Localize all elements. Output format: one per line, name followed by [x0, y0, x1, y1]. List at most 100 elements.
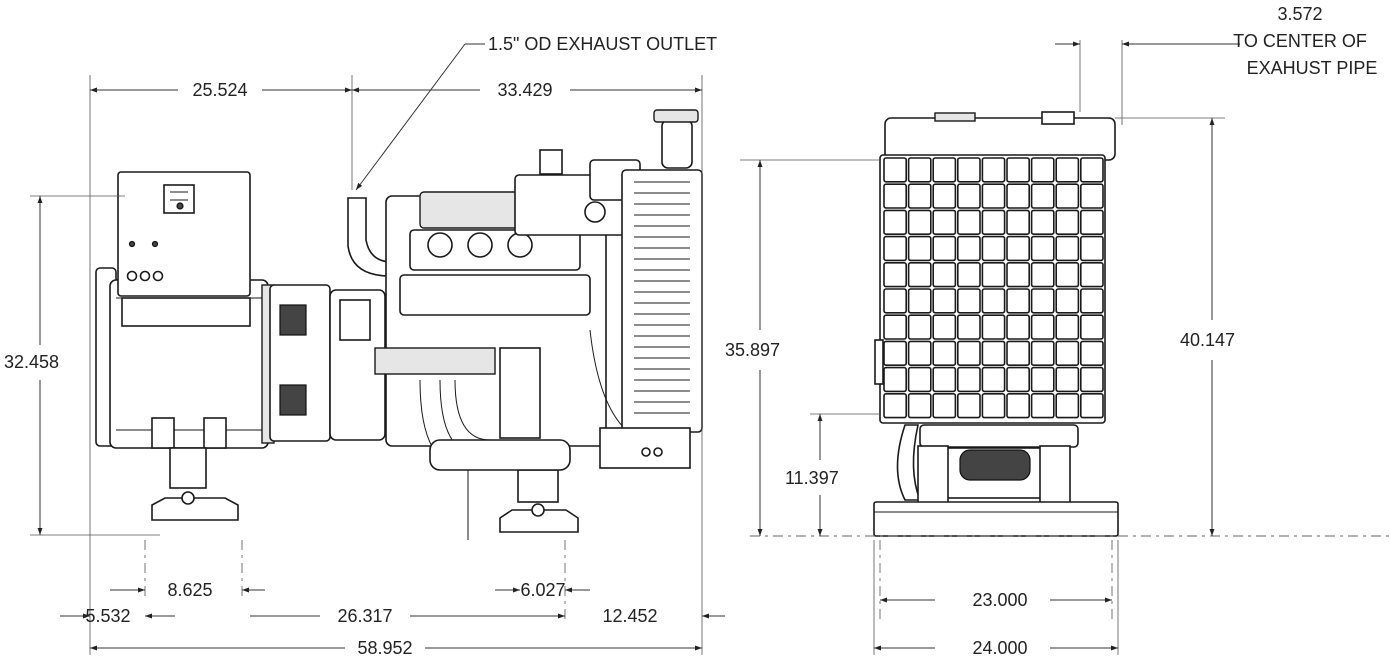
grille-cell: [1080, 314, 1104, 340]
alternator: [95, 267, 275, 449]
grille-cell: [981, 314, 1006, 340]
pipe-dim-line2: EXAHUST PIPE: [1247, 58, 1378, 78]
grille-cell: [1006, 157, 1031, 183]
dim-11-397: 11.397: [785, 468, 839, 488]
grille-cell: [883, 288, 908, 314]
grille-cell: [956, 392, 981, 419]
grille-cell: [932, 392, 957, 419]
engine: [374, 149, 641, 471]
dim-24-000: 24.000: [972, 638, 1027, 658]
grille-cell: [907, 235, 932, 262]
grille-cell: [1006, 209, 1031, 235]
grille-cell: [1080, 209, 1104, 235]
grille-cell: [1030, 235, 1055, 262]
grille-cell: [1030, 209, 1055, 235]
grille-cell: [1030, 261, 1055, 288]
grille-cell: [956, 209, 981, 235]
grille-cell: [1055, 366, 1080, 393]
grille-cell: [1055, 340, 1080, 366]
grille-cell: [981, 235, 1006, 262]
grille-cell: [1030, 340, 1055, 366]
exhaust-outlet-label: 1.5" OD EXHAUST OUTLET: [488, 34, 717, 54]
grille-cell: [883, 209, 908, 235]
grille-cell: [1080, 183, 1104, 209]
grille-cell: [932, 261, 957, 288]
dim-33-429: 33.429: [497, 80, 552, 100]
dim-40-147: 40.147: [1180, 330, 1235, 350]
grille-cell: [956, 288, 981, 314]
dim-32-458: 32.458: [4, 352, 59, 372]
dim-8-625: 8.625: [167, 580, 212, 600]
grille-cell: [932, 183, 957, 209]
grille-cell: [1055, 235, 1080, 262]
grille-cell: [1055, 157, 1080, 183]
grille-cell: [1055, 183, 1080, 209]
grille-cell: [907, 261, 932, 288]
grille-cell: [1055, 209, 1080, 235]
grille-cell: [1080, 157, 1104, 183]
grille-cell: [932, 209, 957, 235]
grille-cell: [956, 261, 981, 288]
grille-cell: [883, 314, 908, 340]
grille-cell: [981, 288, 1006, 314]
grille-cell: [981, 366, 1006, 393]
grille-cell: [883, 392, 908, 419]
grille-cell: [956, 157, 981, 183]
dim-23-000: 23.000: [972, 590, 1027, 610]
dim-12-452: 12.452: [602, 606, 657, 626]
grille-cell: [883, 366, 908, 393]
control-box: [117, 171, 251, 297]
grille-cell: [1030, 314, 1055, 340]
grille-cell: [907, 314, 932, 340]
side-view: [95, 109, 703, 540]
grille-cell: [932, 366, 957, 393]
dimension-lines: [30, 40, 1390, 655]
grille-cell: [981, 392, 1006, 419]
grille-cell: [883, 340, 908, 366]
grille-cell: [1080, 288, 1104, 314]
grille-cell: [1006, 288, 1031, 314]
grille-cell: [1030, 157, 1055, 183]
grille-cell: [883, 157, 908, 183]
grille-cell: [883, 235, 908, 262]
grille-cell: [907, 340, 932, 366]
grille-cell: [1006, 314, 1031, 340]
grille-cell: [981, 183, 1006, 209]
grille-cell: [907, 209, 932, 235]
grille-cell: [956, 340, 981, 366]
grille-cell: [907, 157, 932, 183]
grille-cell: [907, 366, 932, 393]
grille-cell: [1055, 288, 1080, 314]
pipe-dim-value: 3.572: [1277, 4, 1322, 24]
grille-cell: [883, 261, 908, 288]
grille-cell: [1080, 235, 1104, 262]
skid-base: [873, 501, 1119, 537]
end-view: [873, 111, 1119, 537]
dim-58-952: 58.952: [357, 638, 412, 658]
grille-cell: [1030, 366, 1055, 393]
grille-cell: [981, 261, 1006, 288]
radiator: [589, 109, 703, 469]
grille-cell: [1080, 366, 1104, 393]
grille-cell: [1080, 261, 1104, 288]
grille-cell: [1006, 235, 1031, 262]
grille-cell: [981, 209, 1006, 235]
grille-cell: [932, 340, 957, 366]
dim-6-027: 6.027: [520, 580, 565, 600]
grille-cell: [883, 183, 908, 209]
grille-cell: [956, 366, 981, 393]
grille-cell: [932, 314, 957, 340]
grille-cell: [1006, 261, 1031, 288]
grille-cell: [907, 392, 932, 419]
grille-cell: [981, 157, 1006, 183]
dim-25-524: 25.524: [192, 80, 247, 100]
grille-cell: [956, 314, 981, 340]
grille-cell: [1006, 392, 1031, 419]
grille-cell: [1030, 288, 1055, 314]
grille-cell: [981, 340, 1006, 366]
grille-cell: [1080, 340, 1104, 366]
dim-35-897: 35.897: [725, 340, 780, 360]
grille-cell: [907, 183, 932, 209]
grille-cell: [1055, 314, 1080, 340]
